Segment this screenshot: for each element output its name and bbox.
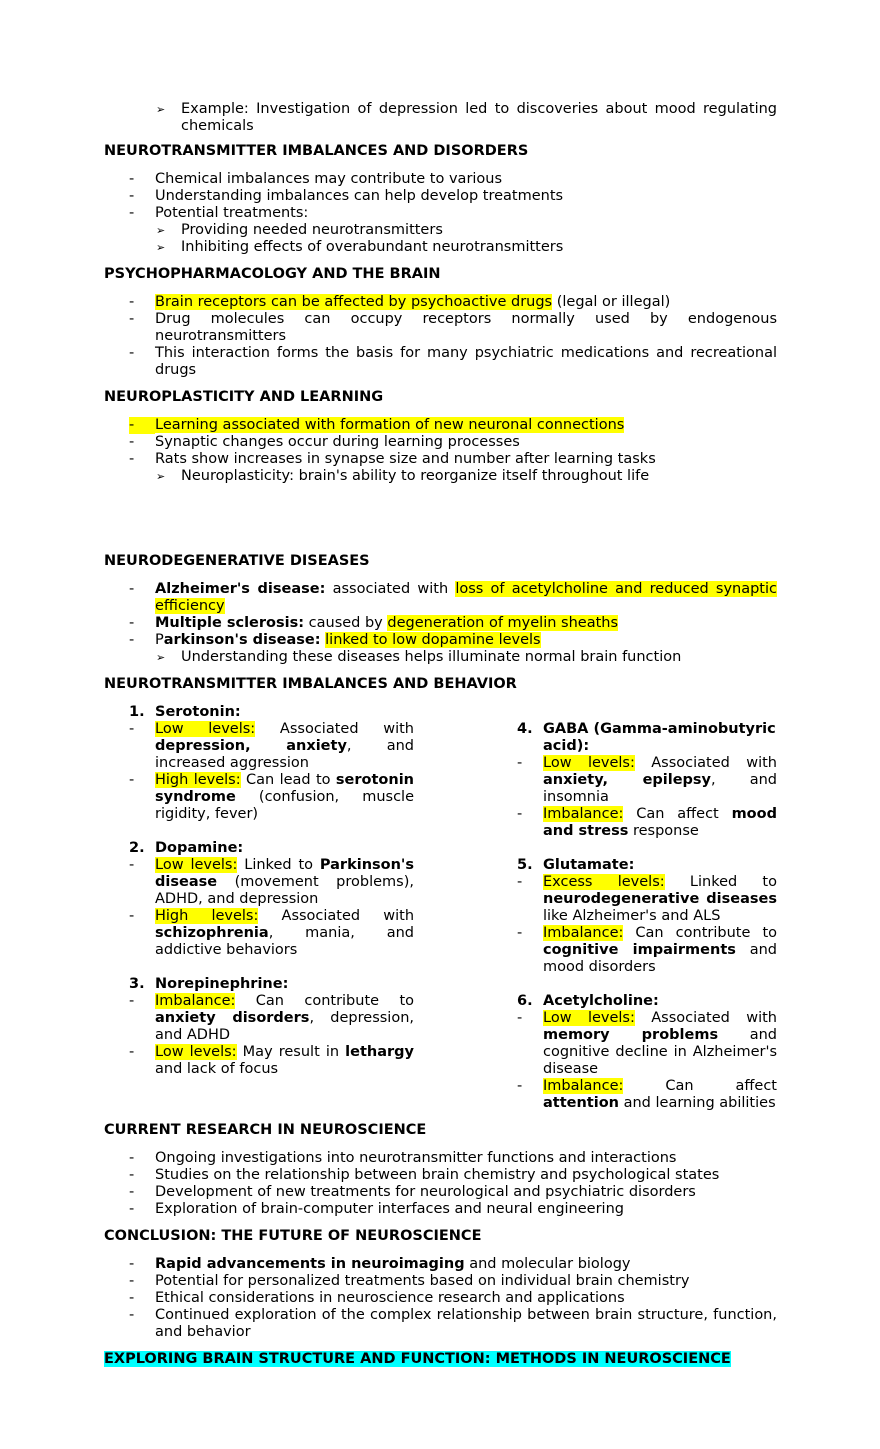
- neurotransmitter-columns: 1.Serotonin: Low levels: Associated with…: [104, 704, 777, 1112]
- conclusion-list: Rapid advancements in neuroimaging and m…: [104, 1256, 777, 1341]
- list-item: This interaction forms the basis for man…: [104, 345, 777, 379]
- psychopharmacology-list: Brain receptors can be affected by psych…: [104, 294, 777, 379]
- list-item: Continued exploration of the complex rel…: [104, 1307, 777, 1341]
- list-item: Imbalance: Can affect mood and stress re…: [492, 806, 777, 840]
- page-gap: [104, 485, 777, 543]
- list-item: Excess levels: Linked to neurodegenerati…: [492, 874, 777, 925]
- list-item: Imbalance: Can contribute to anxiety dis…: [104, 993, 414, 1044]
- list-item: Learning associated with formation of ne…: [104, 417, 777, 434]
- arrow-bullet-icon: ➢: [156, 224, 166, 237]
- neurotransmitter-glutamate: 5.Glutamate: Excess levels: Linked to ne…: [492, 857, 777, 976]
- arrow-bullet-icon: ➢: [156, 103, 166, 116]
- highlighted-heading: EXPLORING BRAIN STRUCTURE AND FUNCTION: …: [104, 1351, 731, 1367]
- treatments-sublist: ➢Providing needed neurotransmitters ➢Inh…: [104, 222, 777, 256]
- list-item: Exploration of brain-computer interfaces…: [104, 1201, 777, 1218]
- list-item: Potential treatments:: [104, 205, 777, 222]
- list-item: Understanding imbalances can help develo…: [104, 188, 777, 205]
- list-item: Multiple sclerosis: caused by degenerati…: [104, 615, 777, 632]
- list-item: ➢Neuroplasticity: brain's ability to reo…: [156, 468, 650, 484]
- list-item: Chemical imbalances may contribute to va…: [104, 171, 777, 188]
- section-heading-neurodegenerative: NEURODEGENERATIVE DISEASES: [104, 553, 370, 569]
- list-item: Brain receptors can be affected by psych…: [104, 294, 777, 311]
- list-item: Ongoing investigations into neurotransmi…: [104, 1150, 777, 1167]
- list-item: Imbalance: Can affect attention and lear…: [492, 1078, 777, 1112]
- highlighted-text: Brain receptors can be affected by psych…: [155, 294, 553, 310]
- neurodegenerative-sublist: ➢Understanding these diseases helps illu…: [104, 649, 777, 666]
- list-item: Drug molecules can occupy receptors norm…: [104, 311, 777, 345]
- list-item: Rapid advancements in neuroimaging and m…: [104, 1256, 777, 1273]
- right-column: 4.GABA (Gamma-aminobutyric acid): Low le…: [492, 704, 777, 1112]
- section-heading-conclusion: CONCLUSION: THE FUTURE OF NEUROSCIENCE: [104, 1228, 482, 1244]
- left-column: 1.Serotonin: Low levels: Associated with…: [104, 704, 414, 1112]
- neuroplasticity-list: Learning associated with formation of ne…: [104, 417, 777, 468]
- list-item: Low levels: Linked to Parkinson's diseas…: [104, 857, 414, 908]
- list-item: ➢Understanding these diseases helps illu…: [156, 649, 682, 665]
- list-item: Rats show increases in synapse size and …: [104, 451, 777, 468]
- intro-list: ➢Example: Investigation of depression le…: [104, 101, 777, 135]
- list-item: Studies on the relationship between brai…: [104, 1167, 777, 1184]
- neuroplasticity-sublist: ➢Neuroplasticity: brain's ability to reo…: [104, 468, 777, 485]
- section-heading-next: EXPLORING BRAIN STRUCTURE AND FUNCTION: …: [104, 1351, 777, 1368]
- list-item: High levels: Can lead to serotonin syndr…: [104, 772, 414, 823]
- list-item: Low levels: May result in lethargy and l…: [104, 1044, 414, 1078]
- document-page: ➢Example: Investigation of depression le…: [104, 101, 777, 1379]
- list-item: ➢Example: Investigation of depression le…: [156, 101, 777, 134]
- list-item: Ethical considerations in neuroscience r…: [104, 1290, 777, 1307]
- list-item: Low levels: Associated with memory probl…: [492, 1010, 777, 1078]
- arrow-bullet-icon: ➢: [156, 241, 166, 254]
- list-item: Imbalance: Can contribute to cognitive i…: [492, 925, 777, 976]
- list-item: Parkinson's disease: linked to low dopam…: [104, 632, 777, 649]
- list-item: Synaptic changes occur during learning p…: [104, 434, 777, 451]
- highlighted-text: Learning associated with formation of ne…: [155, 417, 625, 433]
- section-heading-research: CURRENT RESEARCH IN NEUROSCIENCE: [104, 1122, 427, 1138]
- neurotransmitter-serotonin: 1.Serotonin: Low levels: Associated with…: [104, 704, 414, 823]
- section-heading-neuroplasticity: NEUROPLASTICITY AND LEARNING: [104, 389, 384, 405]
- arrow-bullet-icon: ➢: [156, 651, 166, 664]
- neurotransmitter-norepinephrine: 3.Norepinephrine: Imbalance: Can contrib…: [104, 976, 414, 1078]
- list-item: Low levels: Associated with anxiety, epi…: [492, 755, 777, 806]
- imbalances-list: Chemical imbalances may contribute to va…: [104, 171, 777, 222]
- section-heading-psychopharmacology: PSYCHOPHARMACOLOGY AND THE BRAIN: [104, 266, 441, 282]
- list-item: Low levels: Associated with depression, …: [104, 721, 414, 772]
- list-item: ➢Providing needed neurotransmitters: [156, 222, 443, 238]
- neurodegenerative-list: Alzheimer's disease: associated with los…: [104, 581, 777, 649]
- list-item: High levels: Associated with schizophren…: [104, 908, 414, 959]
- arrow-bullet-icon: ➢: [156, 470, 166, 483]
- neurotransmitter-acetylcholine: 6.Acetylcholine: Low levels: Associated …: [492, 993, 777, 1112]
- highlighted-text: degeneration of myelin sheaths: [387, 615, 619, 631]
- neurotransmitter-gaba: 4.GABA (Gamma-aminobutyric acid): Low le…: [492, 721, 777, 840]
- section-heading-imbalances: NEUROTRANSMITTER IMBALANCES AND DISORDER…: [104, 143, 529, 159]
- highlighted-text: linked to low dopamine levels: [325, 632, 541, 648]
- list-item: ➢Inhibiting effects of overabundant neur…: [156, 239, 564, 255]
- neurotransmitter-dopamine: 2.Dopamine: Low levels: Linked to Parkin…: [104, 840, 414, 959]
- list-item: Development of new treatments for neurol…: [104, 1184, 777, 1201]
- research-list: Ongoing investigations into neurotransmi…: [104, 1150, 777, 1218]
- list-item: Alzheimer's disease: associated with los…: [104, 581, 777, 615]
- section-heading-behavior: NEUROTRANSMITTER IMBALANCES AND BEHAVIOR: [104, 676, 517, 692]
- list-item: Potential for personalized treatments ba…: [104, 1273, 777, 1290]
